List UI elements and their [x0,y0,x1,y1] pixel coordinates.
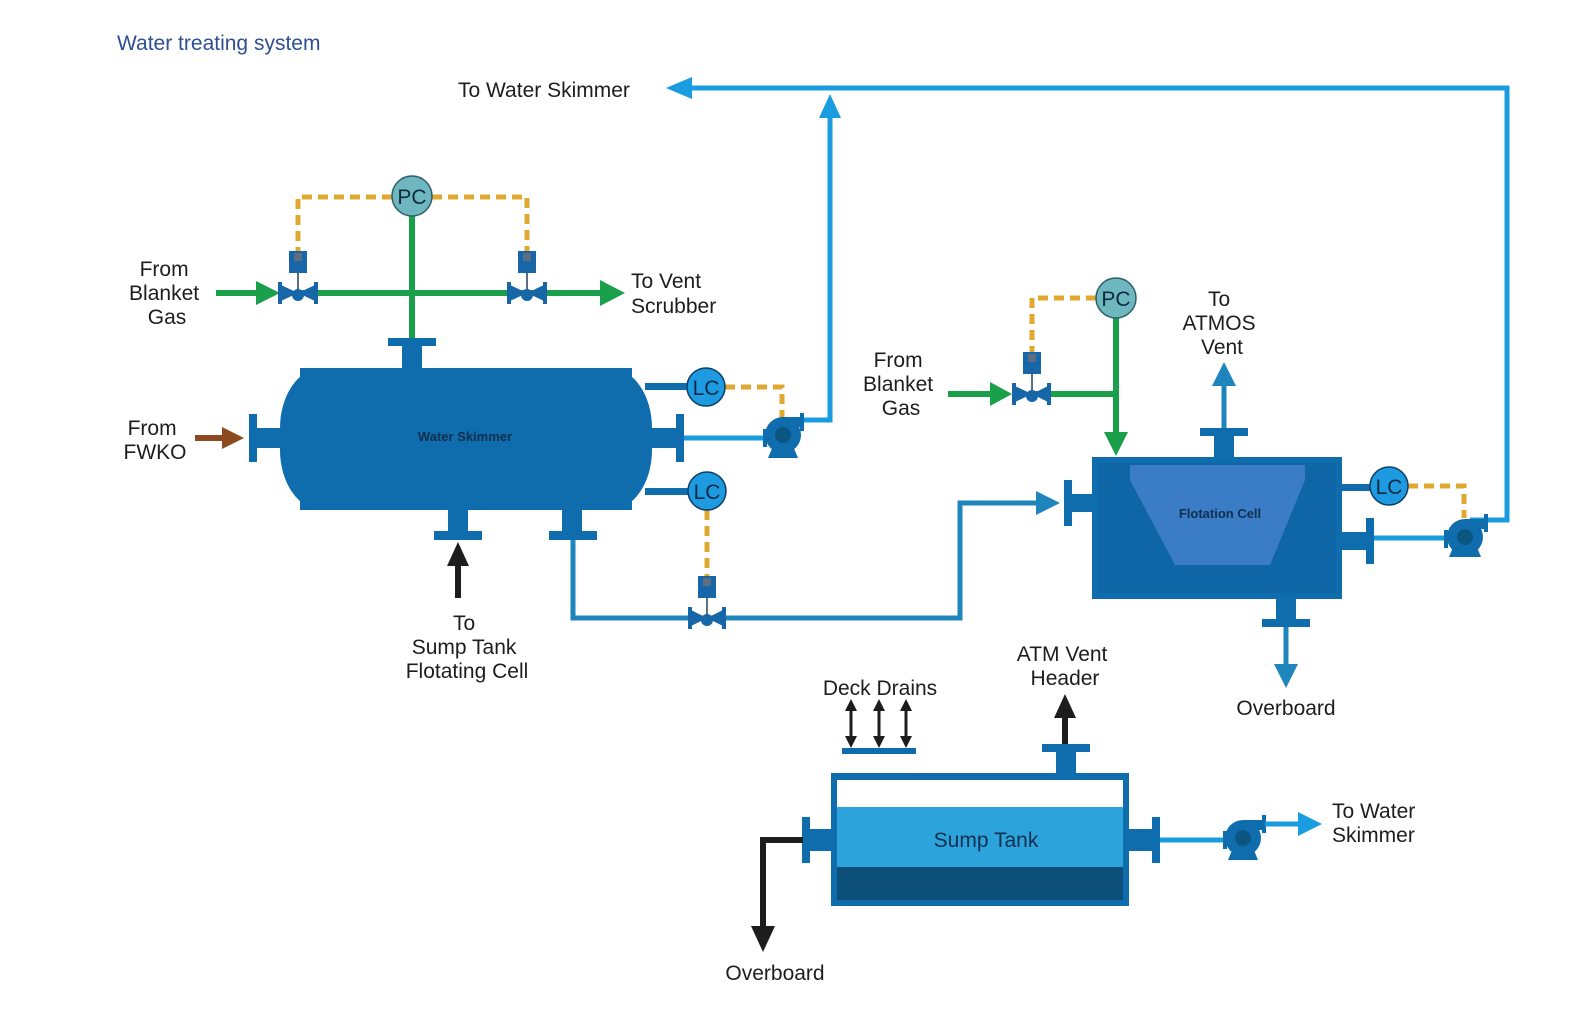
pressure-controller-1[interactable]: PC [391,175,433,217]
label-to-vent-scrubber: To Vent Scrubber [631,270,716,318]
arrow-right-icon [256,281,280,305]
label-to-water-skimmer: To Water Skimmer [458,79,630,102]
sump-tank-vessel[interactable]: Sump Tank [802,744,1160,906]
pump-3[interactable] [1223,815,1266,860]
arrow-down-icon [1104,432,1128,456]
arrow-right-icon [1036,491,1060,515]
water-skimmer-label: Water Skimmer [418,429,512,444]
label-to-atmos-vent: To ATMOS Vent [1183,288,1262,359]
blanket-gas-line-2 [948,318,1128,456]
control-valve-skimmer-water[interactable] [688,576,726,629]
blanket-gas-line-1 [216,212,625,340]
pump-1[interactable] [763,413,804,458]
water-skimmer-vessel[interactable]: Water Skimmer [249,338,690,540]
recycle-line-to-water-skimmer [666,77,1510,523]
arrow-up-icon [819,94,841,118]
level-controller-2[interactable]: LC [687,471,727,511]
pressure-controller-2[interactable]: PC [1095,277,1137,319]
arrow-left-icon [666,77,692,99]
skimmer-to-flotation-line [570,491,1060,621]
flotation-cell-vessel[interactable]: Flotation Cell [1064,428,1374,627]
sump-tank-label: Sump Tank [934,829,1039,852]
arrow-right-icon [222,427,244,449]
lc-3-label: LC [1376,476,1403,499]
atm-vent-header-line [1054,694,1076,745]
fwko-feed-line [195,427,244,449]
level-controller-1[interactable]: LC [686,367,726,407]
arrow-right-icon [600,280,625,306]
deck-drains-icon [842,699,916,754]
pump-2[interactable] [1444,514,1488,557]
label-deck-drains: Deck Drains [823,677,937,700]
control-valve-blanket-inlet-2[interactable] [1012,352,1051,405]
lc-2-label: LC [694,481,721,504]
pc-signal-lines-1 [295,194,530,252]
label-to-water-skimmer-sump: To Water Skimmer [1332,800,1421,847]
sump-overboard-line [751,837,803,952]
lc-1-label: LC [693,377,720,400]
pc-2-label: PC [1101,288,1130,311]
pc-2-signal [1029,295,1096,352]
label-overboard-sump: Overboard [725,962,824,985]
label-to-sump-tank: To Sump Tank Flotating Cell [406,612,529,683]
arrow-up-icon [1054,694,1076,718]
pc-1-label: PC [397,186,426,209]
level-controller-3[interactable]: LC [1369,466,1409,506]
arrow-down-icon [751,926,775,952]
label-from-fwko: From FWKO [124,417,187,464]
lc-1-signal [725,384,785,418]
sump-to-skimmer-line [1265,812,1322,836]
label-from-blanket-gas-1: From Blanket Gas [129,258,205,329]
diagram-title: Water treating system [117,32,320,55]
arrow-right-icon [1298,812,1322,836]
flotation-overboard-line [1274,627,1298,688]
label-atm-vent-header: ATM Vent Header [1017,643,1114,690]
arrow-right-icon [990,382,1012,406]
arrow-down-icon [1274,664,1298,688]
control-valve-vent-outlet[interactable] [507,251,547,304]
flotation-cell-label: Flotation Cell [1179,506,1261,521]
arrow-up-icon [1212,362,1236,386]
label-overboard-flotation: Overboard [1236,697,1335,720]
arrow-up-icon [447,542,469,566]
control-valve-blanket-inlet[interactable] [278,251,318,304]
atmos-vent-line [1212,362,1236,430]
label-from-blanket-gas-2: From Blanket Gas [863,349,939,420]
lc-3-signal [1408,483,1467,518]
to-sump-tank-arrow [447,542,469,598]
